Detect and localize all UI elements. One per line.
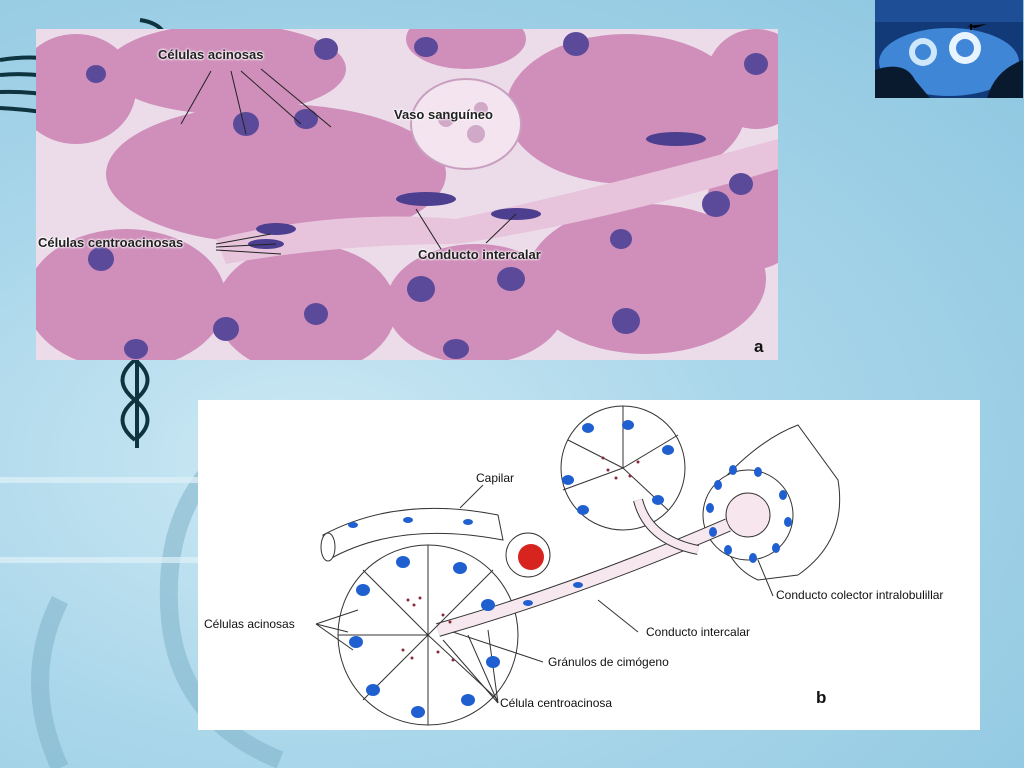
panel-letter-a: a xyxy=(754,337,764,356)
label-centroacinar-cells: Células centroacinosas xyxy=(38,235,184,250)
diagram-panel-b: Capilar Células acinosas Conducto interc… xyxy=(198,400,980,730)
micrograph-image xyxy=(36,29,778,360)
label-centroacinar-cell: Célula centroacinosa xyxy=(500,696,613,710)
label-zymogen-granules: Gránulos de cimógeno xyxy=(548,655,669,669)
label-intralobular-duct: Conducto colector intralobulillar xyxy=(776,588,944,602)
micrograph-panel-a: Células acinosas Vaso sanguíneo Células … xyxy=(36,29,778,360)
label-intercalated-duct: Conducto intercalar xyxy=(418,247,541,262)
label-intercalated-duct-b: Conducto intercalar xyxy=(646,625,751,639)
label-blood-vessel: Vaso sanguíneo xyxy=(394,107,493,122)
label-acinar-cells-b: Células acinosas xyxy=(204,617,295,631)
label-acinar-cells: Células acinosas xyxy=(158,47,264,62)
thumbnail-image xyxy=(875,0,1023,98)
acinus-schematic xyxy=(315,405,841,726)
label-capillary: Capilar xyxy=(476,471,515,485)
panel-letter-b: b xyxy=(816,688,827,707)
